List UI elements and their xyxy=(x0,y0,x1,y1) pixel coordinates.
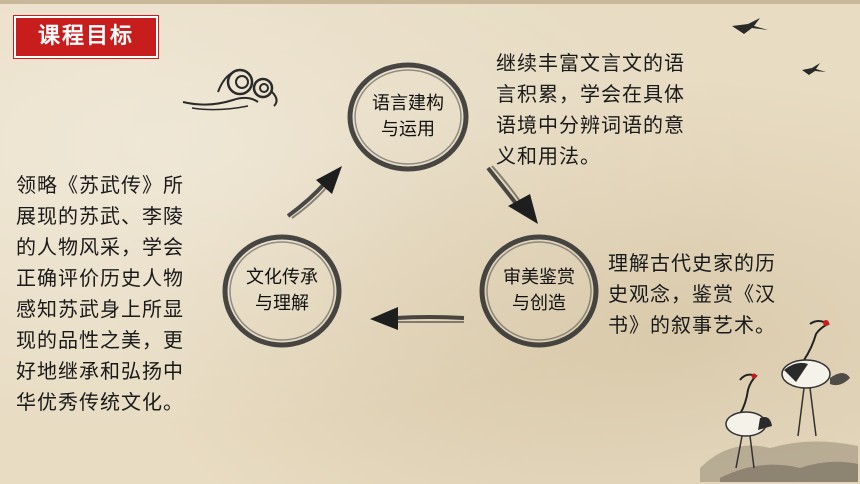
node-aesthetics: 审美鉴赏 与创造 xyxy=(475,230,603,352)
description-line: 好地继承和弘扬中 xyxy=(16,359,184,383)
description-line: 言积累，学会在具体 xyxy=(496,82,685,106)
description-culture: 领略《苏武传》所 展现的苏武、李陵 的人物风采，学会 正确评价历史人物 感知苏武… xyxy=(16,170,184,418)
description-aesthetics: 理解古代史家的历 史观念，鉴赏《汉 书》的叙事艺术。 xyxy=(608,248,776,341)
arrow-icon xyxy=(286,166,342,219)
node-culture-line2: 与理解 xyxy=(255,293,309,314)
description-line: 正确评价历史人物 xyxy=(16,266,184,290)
description-line: 感知苏武身上所显 xyxy=(16,297,184,321)
node-aesthetics-line1: 审美鉴赏 xyxy=(503,267,575,288)
description-line: 现的品性之美，更 xyxy=(16,328,184,352)
arrow-icon xyxy=(370,307,465,330)
node-language: 语言建构 与运用 xyxy=(343,58,473,176)
description-language: 继续丰富文言文的语 言积累，学会在具体 语境中分辨词语的意 义和用法。 xyxy=(496,48,685,172)
description-line: 史观念，鉴赏《汉 xyxy=(608,282,776,306)
page-title: 课程目标 xyxy=(37,24,134,49)
description-line: 继续丰富文言文的语 xyxy=(496,51,685,75)
swallow-bird-icon xyxy=(802,63,826,75)
description-line: 书》的叙事艺术。 xyxy=(608,313,776,337)
top-border xyxy=(0,0,860,4)
description-line: 语境中分辨词语的意 xyxy=(496,113,685,137)
node-language-line2: 与运用 xyxy=(381,119,435,140)
description-line: 义和用法。 xyxy=(496,144,601,168)
description-line: 的人物风采，学会 xyxy=(16,235,184,259)
description-line: 展现的苏武、李陵 xyxy=(16,204,184,228)
description-line: 领略《苏武传》所 xyxy=(16,173,184,197)
crane-birds-icon xyxy=(700,320,858,482)
arrow-icon xyxy=(486,165,538,224)
cloud-swirl-icon xyxy=(182,68,278,111)
description-line: 理解古代史家的历 xyxy=(608,251,776,275)
node-culture-line1: 文化传承 xyxy=(246,267,318,288)
node-aesthetics-line2: 与创造 xyxy=(512,293,566,314)
swallow-bird-icon xyxy=(732,18,768,34)
node-culture: 文化传承 与理解 xyxy=(218,230,346,352)
title-badge: 课程目标 xyxy=(14,16,158,58)
node-language-line1: 语言建构 xyxy=(372,93,444,114)
description-line: 华优秀传统文化。 xyxy=(16,390,184,414)
